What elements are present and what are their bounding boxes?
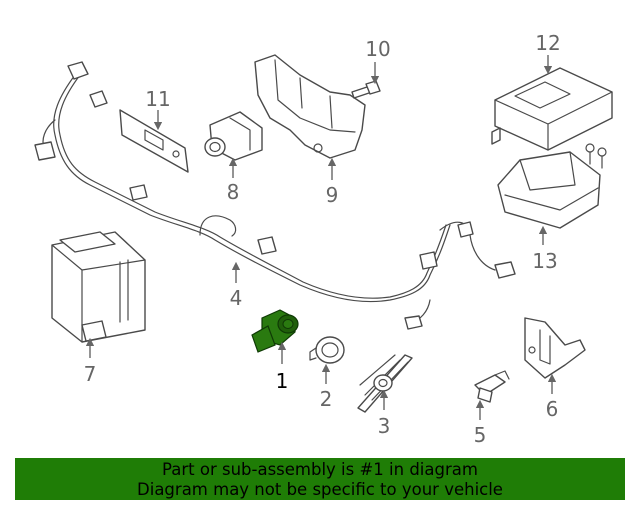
callout-2: 2	[320, 363, 333, 411]
callout-1: 1	[276, 341, 289, 393]
part-4-wiring-harness[interactable]	[34, 61, 516, 330]
callout-6: 6	[546, 373, 559, 421]
svg-text:4: 4	[230, 286, 243, 310]
callout-9: 9	[326, 157, 339, 207]
svg-text:5: 5	[474, 423, 487, 447]
callout-13: 13	[532, 225, 558, 273]
part-8-sensor-housing[interactable]	[204, 111, 263, 161]
info-banner: Part or sub-assembly is #1 in diagram Di…	[15, 458, 625, 500]
callout-3: 3	[378, 389, 391, 438]
svg-text:11: 11	[145, 87, 170, 111]
callout-8: 8	[227, 157, 240, 204]
part-2-bezel-ring[interactable]	[309, 336, 345, 364]
part-5-small-sensor[interactable]	[474, 370, 510, 403]
callout-10: 10	[365, 37, 391, 85]
parts-diagram: 1 2 3 4 5 6 7 8 9 10 11 12	[34, 31, 613, 447]
svg-text:1: 1	[276, 369, 289, 393]
part-13-tray-bracket[interactable]	[497, 143, 607, 229]
callout-7: 7	[84, 337, 97, 386]
callout-11: 11	[145, 87, 171, 131]
part-3-mounting-plate[interactable]	[357, 354, 413, 413]
part-1-parking-sensor[interactable]	[251, 309, 299, 353]
banner-line-1: Part or sub-assembly is #1 in diagram	[162, 460, 478, 479]
svg-text:7: 7	[84, 362, 97, 386]
part-6-bracket-clip[interactable]	[524, 317, 586, 379]
svg-text:13: 13	[532, 249, 557, 273]
callout-12: 12	[535, 31, 561, 75]
svg-text:3: 3	[378, 414, 391, 438]
callout-4: 4	[230, 261, 243, 310]
svg-text:10: 10	[365, 37, 390, 61]
callout-5: 5	[474, 399, 487, 447]
part-11-bracket[interactable]	[119, 109, 189, 173]
svg-text:12: 12	[535, 31, 560, 55]
svg-text:2: 2	[320, 387, 333, 411]
svg-text:6: 6	[546, 397, 559, 421]
part-7-control-module[interactable]	[51, 231, 146, 343]
part-9-mounting-bracket[interactable]	[254, 54, 366, 159]
banner-line-2: Diagram may not be specific to your vehi…	[137, 480, 503, 499]
part-10-bolt[interactable]	[351, 80, 381, 99]
svg-text:8: 8	[227, 180, 240, 204]
svg-text:9: 9	[326, 183, 339, 207]
part-12-module[interactable]	[491, 67, 613, 151]
